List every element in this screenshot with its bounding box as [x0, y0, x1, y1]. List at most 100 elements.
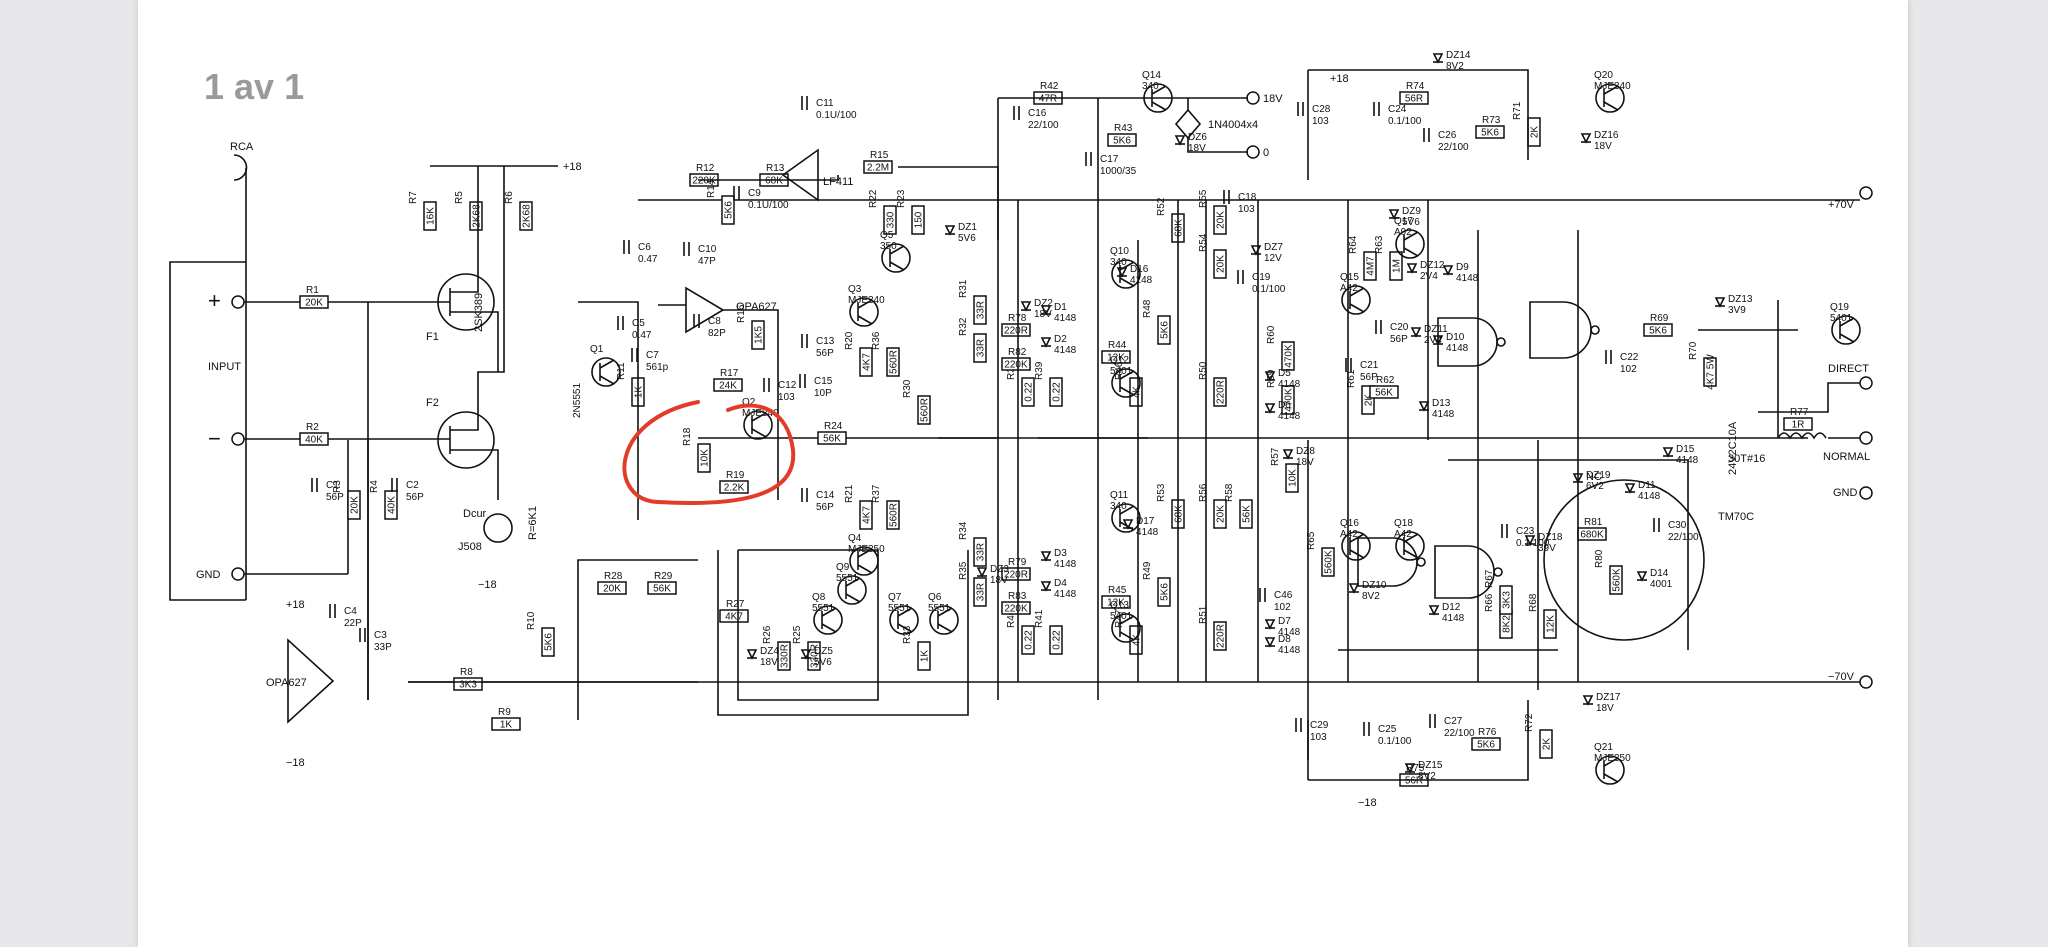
resistor-r20-ref: R20	[844, 331, 855, 350]
relay-label: 24V2C10A	[1727, 421, 1739, 475]
capacitor-c8-value: 82P	[708, 328, 726, 339]
capacitor-c2-value: 56P	[406, 492, 424, 503]
capacitor-c12-ref: C12	[778, 380, 797, 391]
diode-d14-ref: D14	[1650, 568, 1669, 579]
resistor-r12-ref: R12	[696, 163, 715, 174]
resistor-r30-value: 560R	[920, 398, 931, 422]
resistor-r19-value: 2.2K	[724, 483, 745, 494]
capacitor-c25-ref: C25	[1378, 724, 1397, 735]
diode-d8-ref: D8	[1278, 634, 1291, 645]
resistor-r60-ref: R60	[1266, 325, 1277, 344]
capacitor-c16-value: 22/100	[1028, 120, 1059, 131]
resistor-r67-ref: R67	[1484, 569, 1495, 588]
resistor-r57-value: 10K	[1288, 469, 1299, 487]
capacitor-c7-value: 561p	[646, 362, 669, 373]
resistor-r48-ref: R48	[1142, 299, 1153, 318]
resistor-r18-value: 10K	[700, 449, 711, 467]
diode-d4-ref: D4	[1054, 578, 1067, 589]
resistor-r45-ref: R45	[1108, 585, 1127, 596]
diode-d6-ref: D6	[1278, 400, 1291, 411]
transistor-q11-type: 340	[1110, 501, 1127, 512]
capacitor-c10-ref: C10	[698, 244, 717, 255]
capacitor-c46-value: 102	[1274, 602, 1291, 613]
capacitor-c2-ref: C2	[406, 480, 419, 491]
normal-label: NORMAL	[1823, 451, 1870, 463]
input-section: RCA INPUT + − GND	[169, 141, 369, 700]
resistor-r54-ref: R54	[1198, 233, 1209, 252]
diode-d3-value: 4148	[1054, 559, 1077, 570]
resistor-r67-value: 3K3	[1502, 591, 1513, 609]
resistor-r70-value: 4K7 5W	[1706, 354, 1717, 390]
resistor-r66-ref: R66	[1484, 593, 1495, 612]
resistor-r10-value: 5K6	[544, 633, 555, 651]
resistor-r29-ref: R29	[654, 571, 673, 582]
resistor-r32-value: 33R	[976, 339, 987, 357]
red-highlight-circle	[622, 400, 796, 506]
capacitor-c28-ref: C28	[1312, 104, 1331, 115]
resistor-r27-value: 4K7	[725, 612, 743, 623]
transistor-q6-ref: Q6	[928, 592, 942, 603]
diode-dz1-value: 5V6	[958, 233, 976, 244]
rail-plus70-label: +70V	[1828, 199, 1855, 211]
f1-label: F1	[426, 331, 439, 343]
resistor-r25-ref: R25	[792, 625, 803, 644]
transistor-q16-type: A42	[1340, 529, 1358, 540]
input-label: INPUT	[208, 361, 241, 373]
capacitor-c30-ref: C30	[1668, 520, 1687, 531]
resistor-r62-ref: R62	[1376, 375, 1395, 386]
resistor-r48-value: 5K6	[1160, 321, 1171, 339]
resistor-r22-ref: R22	[868, 189, 879, 208]
u2-type-label: OPA627	[736, 301, 777, 313]
capacitor-c15-ref: C15	[814, 376, 833, 387]
resistor-r31-ref: R31	[958, 279, 969, 298]
transistor-q19-ref: Q19	[1830, 302, 1849, 313]
resistor-r11-ref: R11	[616, 362, 627, 380]
resistor-r17-value: 24K	[719, 381, 737, 392]
transistor-q17-type: A92	[1394, 227, 1412, 238]
diode-d5-value: 4148	[1278, 379, 1301, 390]
resistor-r2-ref: R2	[306, 422, 319, 433]
resistor-r34-ref: R34	[958, 521, 969, 540]
resistor-r72-ref: R72	[1524, 713, 1535, 732]
resistor-r60: 470K R60	[1266, 325, 1295, 371]
transistor-q14-ref: Q14	[1142, 70, 1161, 81]
diode-dz10-value: 8V2	[1362, 591, 1380, 602]
transistor-q13-ref: Q13	[1110, 600, 1129, 611]
capacitor-c26-value: 22/100	[1438, 142, 1469, 153]
resistor-r60-value: 470K	[1284, 344, 1295, 368]
capacitor-c9-value: 0.1U/100	[748, 200, 789, 211]
resistor-r24-ref: R24	[824, 421, 843, 432]
capacitor-c4-value: 22P	[344, 618, 362, 629]
diode-dz12-value: 2V4	[1420, 271, 1438, 282]
capacitor-c3-ref: C3	[374, 630, 387, 641]
transistor-q10-ref: Q10	[1110, 246, 1129, 257]
resistor-r80-value: 560K	[1612, 568, 1623, 592]
transistor-q2-type: MJE340	[742, 408, 779, 419]
diode-dz5-ref: DZ5	[814, 646, 833, 657]
